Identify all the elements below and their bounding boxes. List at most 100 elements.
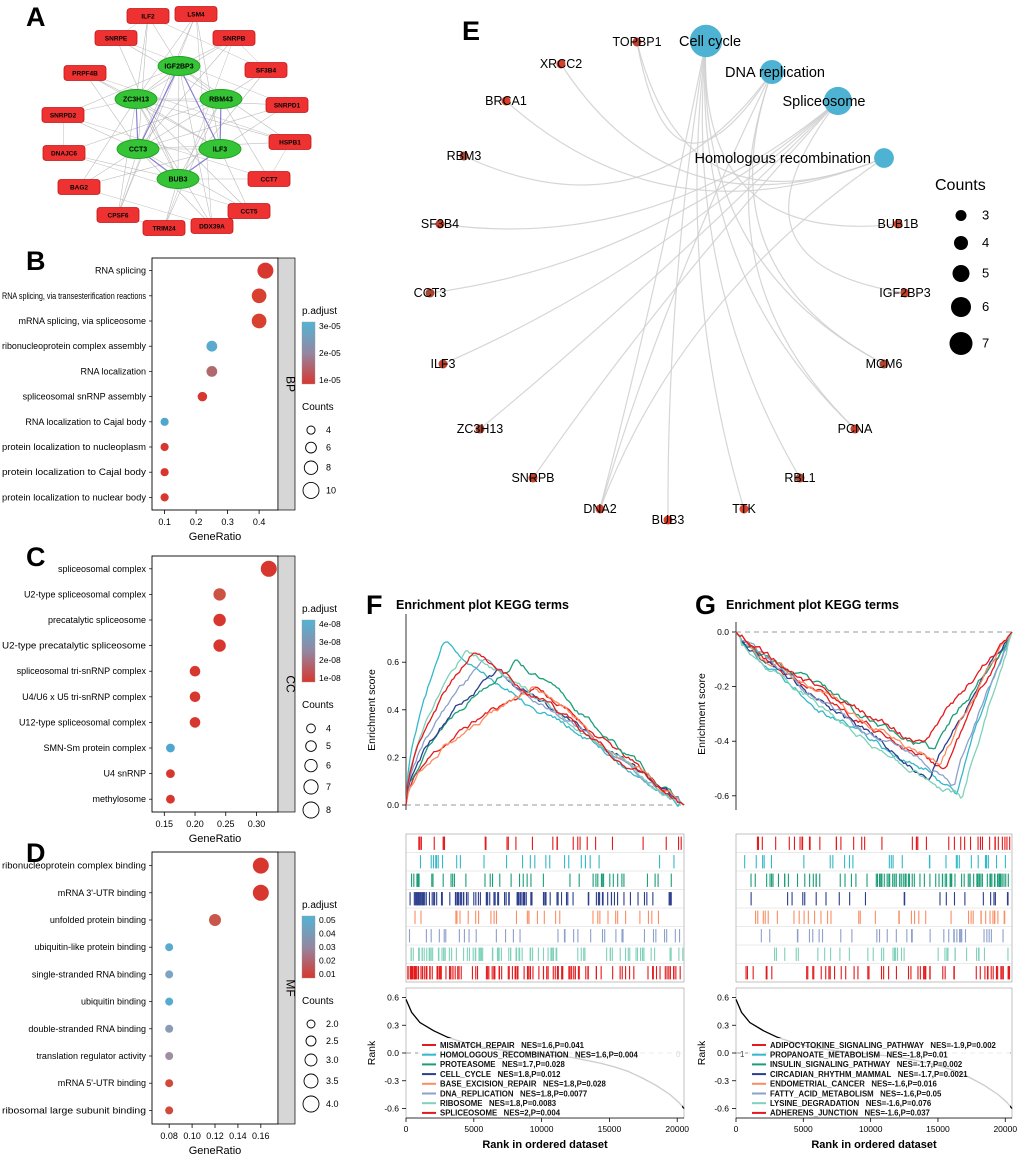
facet-strip: BP [277,257,298,511]
counts-legend-circle [952,265,970,282]
pathway-label: Cell cycle [679,34,741,50]
edge-MCM6-to-pathway [704,40,885,365]
term-label: ubiquitin binding [81,997,146,1007]
x-tick-label: 0 [734,1124,739,1134]
counts-legend-title: Counts [935,177,986,194]
gene-node-label: SNRPB [223,35,246,42]
term-label: protein localization to Cajal body [2,467,147,477]
hub-gene-node-label: CCT3 [129,147,147,154]
dot-1 [213,588,226,601]
counts-legend-label: 3.0 [326,1055,339,1065]
gsea-title: Enrichment plot KEGG terms [726,598,899,612]
gene-node-PCNA: PCNA [838,422,873,436]
term-label: U12-type spliceosomal complex [19,717,147,727]
dot-0 [260,560,277,577]
es-tick-label: -0.2 [714,682,729,692]
dot-3 [165,943,174,952]
x-tick-label: 5000 [794,1124,813,1134]
x-tick-label: 0.25 [217,819,235,829]
gene-label: RBL1 [784,471,815,485]
rank-tick-label: 0.3 [717,1020,729,1030]
legend-entry-BASE_EXCISION_REPAIR: BASE_EXCISION_REPAIR NES=1.8,P=0.028 [440,1080,606,1089]
x-tick-label: 0.10 [183,1131,201,1141]
dot-8 [165,1079,174,1088]
padjust-tick-label: 1e-08 [319,673,341,683]
gene-node-IGF2BP3: IGF2BP3 [879,286,930,300]
gene-node-label: CCT5 [241,208,258,215]
gene-label: BRCA1 [485,94,527,108]
counts-legend-circle [302,801,320,819]
pathway-label: Spliceosome [782,94,865,110]
dot-2 [209,914,221,926]
counts-legend-title: Counts [302,700,334,711]
x-tick-label: 15000 [926,1124,950,1134]
gene-node-SNRPD2: SNRPD2 [41,107,85,123]
x-tick-label: 0.20 [186,819,204,829]
es-tick-label: 0.0 [387,800,399,810]
counts-legend-label: 6 [326,761,331,771]
edge-ILF3-to-pathway [442,100,839,365]
term-label: U4/U6 x U5 tri-snRNP complex [22,692,146,702]
counts-legend-label: 4 [326,723,331,733]
gene-node-SNRPE: SNRPE [94,30,138,46]
counts-legend-circle [305,1035,317,1047]
term-label: RNA splicing [95,266,146,276]
counts-legend-label: 5 [326,741,331,751]
edge-ZC3H13-to-pathway [479,100,839,430]
edge-PCNA-to-pathway [704,40,856,430]
legend-entry-LYSINE_DEGRADATION: LYSINE_DEGRADATION NES=-1.6,P=0.076 [770,1099,932,1108]
gene-node-RBL1: RBL1 [784,471,815,485]
dot-4 [165,970,174,979]
es-tick-label: 0.2 [387,752,399,762]
term-label: spliceosomal complex [58,564,147,574]
edge-DNA2-to-pathway [599,40,707,510]
legend-entry-SPLICEOSOME: SPLICEOSOME NES=2,P=0.004 [440,1109,561,1118]
es-tick-label: -0.4 [714,736,729,746]
hub-gene-node-label: BUB3 [168,177,187,184]
x-axis-title: GeneRatio [189,833,242,844]
es-curve-FATTY_ACID_METABOLISM [735,631,1013,787]
es-curve-DNA_REPLICATION [405,658,685,806]
edge-TTK-to-pathway [696,40,745,510]
gene-label: SNRPB [511,471,554,485]
panel-label-a: A [26,2,46,32]
es-curves [405,641,685,808]
pathway-node-homologous-recombination: Homologous recombination [694,148,894,168]
term-label: spliceosomal snRNP assembly [23,392,147,402]
term-label: mRNA 5'-UTR binding [58,1078,146,1088]
counts-legend-label: 3 [982,208,989,223]
counts-legend-title: Counts [302,402,334,413]
es-axis-title: Enrichment score [366,669,378,751]
gene-node-BUB3: BUB3 [652,513,685,527]
es-curves [735,631,1013,799]
es-curve-BASE_EXCISION_REPAIR [405,686,685,806]
term-label: U4 snRNP [103,769,146,779]
edge-SF3B4-to-pathway [439,100,839,230]
facet-strip: MF [277,851,298,1125]
panel-label-e: E [462,16,481,46]
x-tick-label: 0.3 [221,517,234,527]
x-tick-label: 0.14 [229,1131,247,1141]
gene-node-DNAJC6: DNAJC6 [42,145,86,161]
padjust-colorbar [301,321,316,385]
counts-legend-circle [305,740,317,752]
counts-legend-circle [304,758,318,773]
term-label: U2-type spliceosomal complex [24,589,147,599]
gene-node-HSPB1: HSPB1 [268,134,312,150]
legend-entry-ADHERENS_JUNCTION: ADHERENS_JUNCTION NES=-1.6,P=0.037 [770,1109,930,1118]
es-curve-ADHERENS_JUNCTION [735,631,1013,743]
panel-label-d: D [26,838,46,868]
x-tick-label: 20000 [665,1124,689,1134]
counts-legend-label: 7 [326,782,331,792]
x-tick-label: 20000 [993,1124,1017,1134]
gene-node-XRCC2: XRCC2 [540,57,582,71]
legend-entry-DNA_REPLICATION: DNA_REPLICATION NES=1.8,P=0.0077 [440,1089,587,1098]
hub-gene-node-label: ILF3 [213,147,227,154]
padjust-tick-label: 1e-05 [319,375,341,385]
counts-legend-circle [302,1095,320,1113]
edge-BUB3-to-pathway [667,40,707,521]
gene-label: TTK [732,502,756,516]
